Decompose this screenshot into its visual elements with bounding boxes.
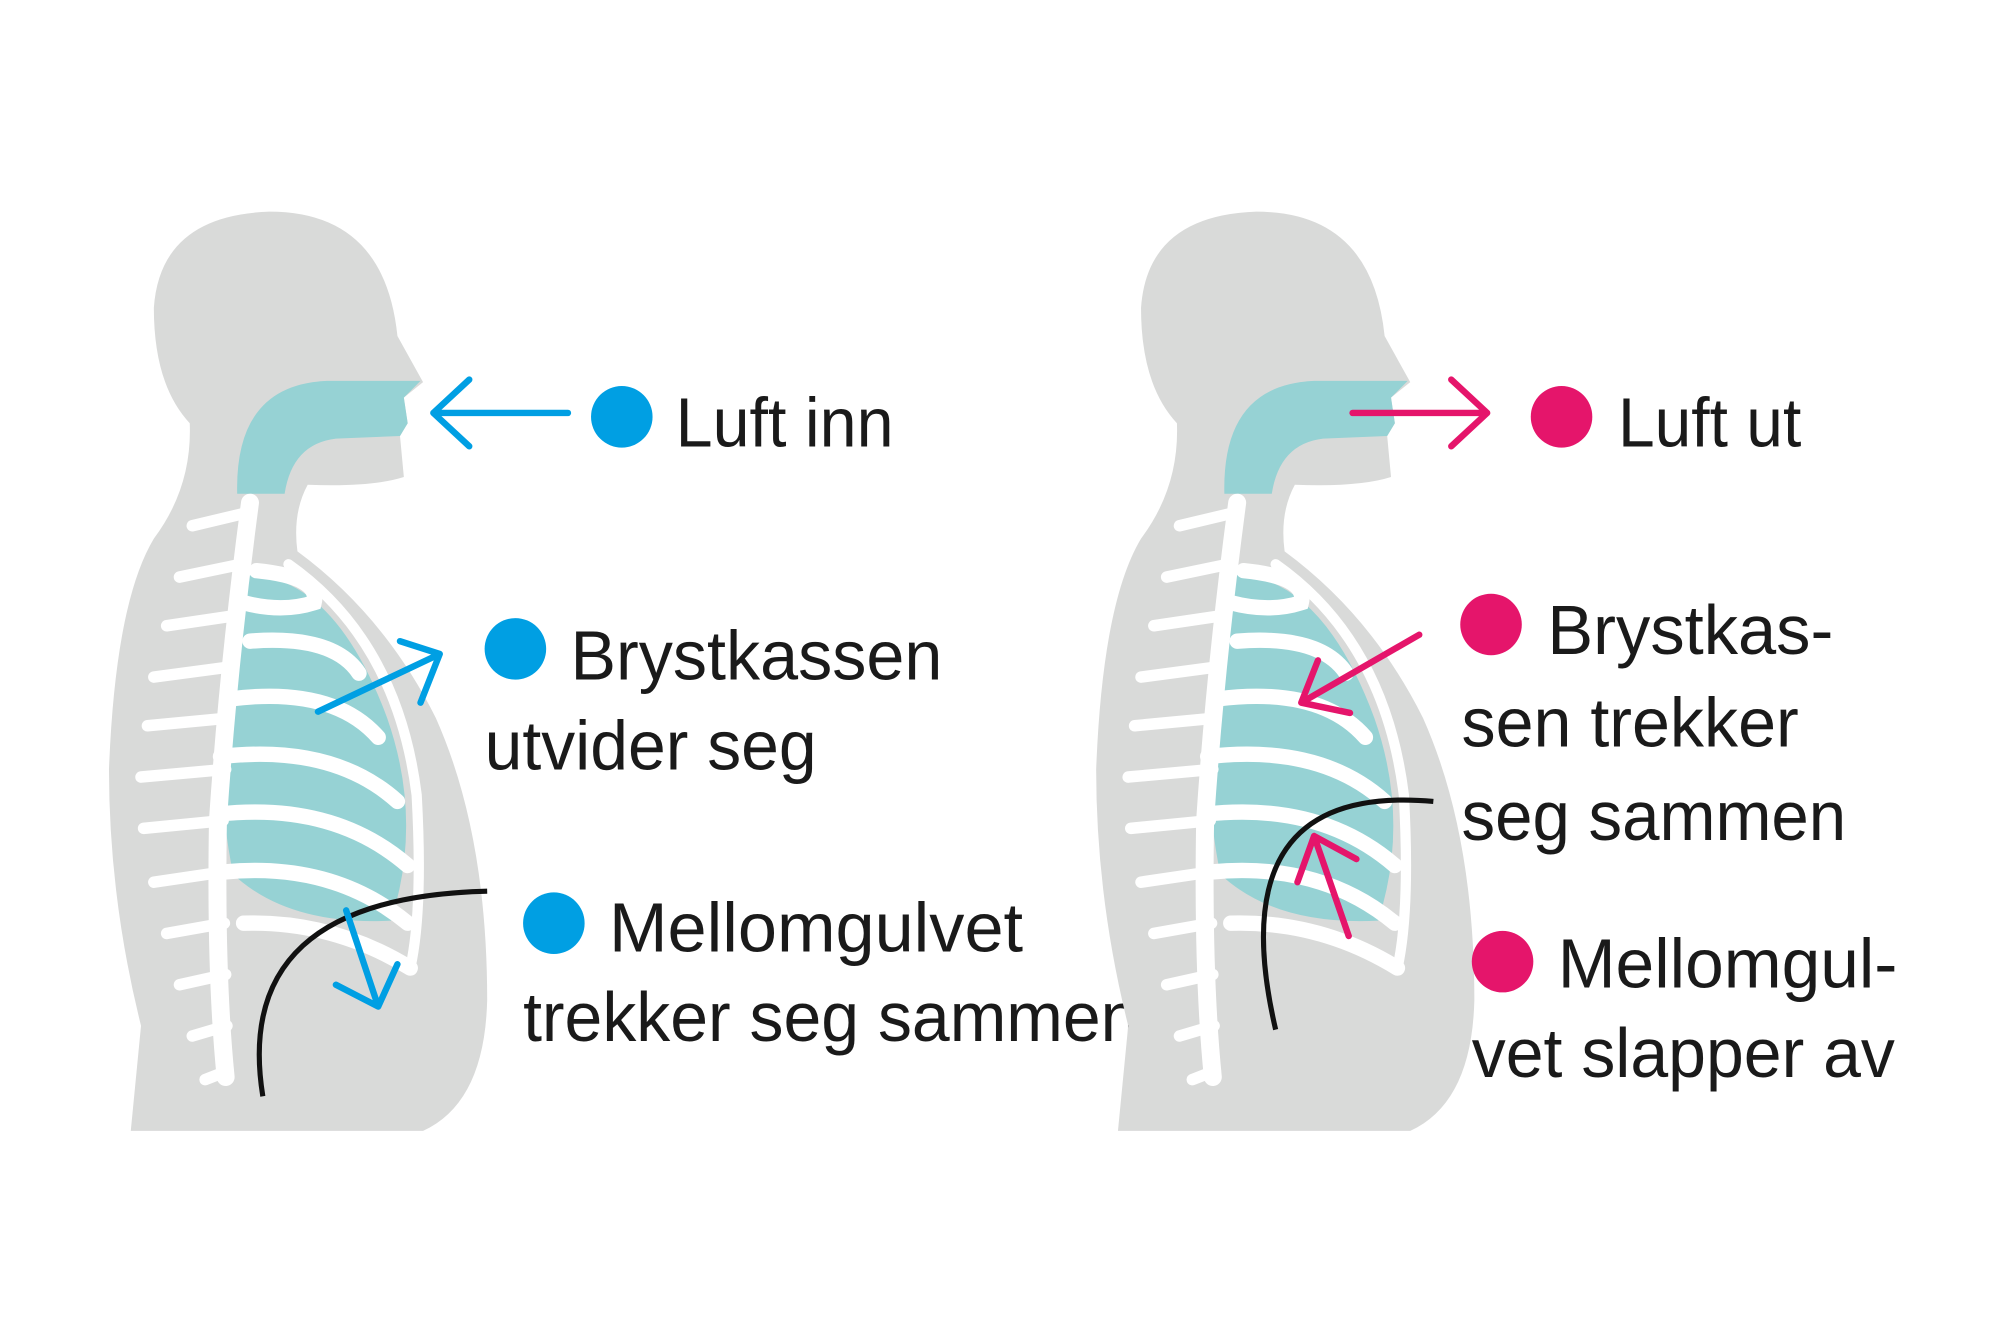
label-air-out: Luft ut [1618,383,1801,461]
arrow-right-icon [1349,376,1491,450]
label-air-in: Luft inn [676,383,894,461]
diaphragm-curve [256,888,488,1097]
arrow-left-icon [430,376,572,450]
arrow-up-icon [1294,832,1360,940]
pink-bullet-icon [1471,930,1534,993]
body-silhouette [1096,212,1474,1131]
inhale-labels: Luft inn Brystkassen utvider seg Mellomg… [484,383,1138,1056]
pink-bullet-icon [1460,593,1522,656]
exhale-labels: Luft ut Brystkas- sen trekker seg sammen… [1460,383,1897,1092]
label-chest-line2: sen trekker [1462,683,1799,761]
exhale-figure [1096,212,1491,1131]
arrow-down-left-icon [1298,631,1423,717]
label-chest-line2: utvider seg [485,706,817,784]
diaphragm-curve [1261,797,1434,1031]
arrow-down-icon [332,907,401,1010]
label-chest-line1: Brystkassen [571,617,943,695]
blue-bullet-icon [591,386,653,448]
blue-bullet-icon [484,618,547,680]
label-chest-line1: Brystkas- [1547,591,1833,669]
arrow-up-right-icon [314,637,443,715]
pink-bullet-icon [1530,386,1593,448]
label-chest-line3: seg sammen [1462,777,1847,855]
label-diaphragm-line1: Mellomgulvet [609,888,1023,966]
label-diaphragm-line2: trekker seg sammen [523,978,1138,1056]
inhale-figure [109,212,572,1131]
label-diaphragm-line2: vet slapper av [1472,1014,1895,1092]
label-diaphragm-line1: Mellomgul- [1558,924,1898,1002]
blue-bullet-icon [523,892,585,954]
